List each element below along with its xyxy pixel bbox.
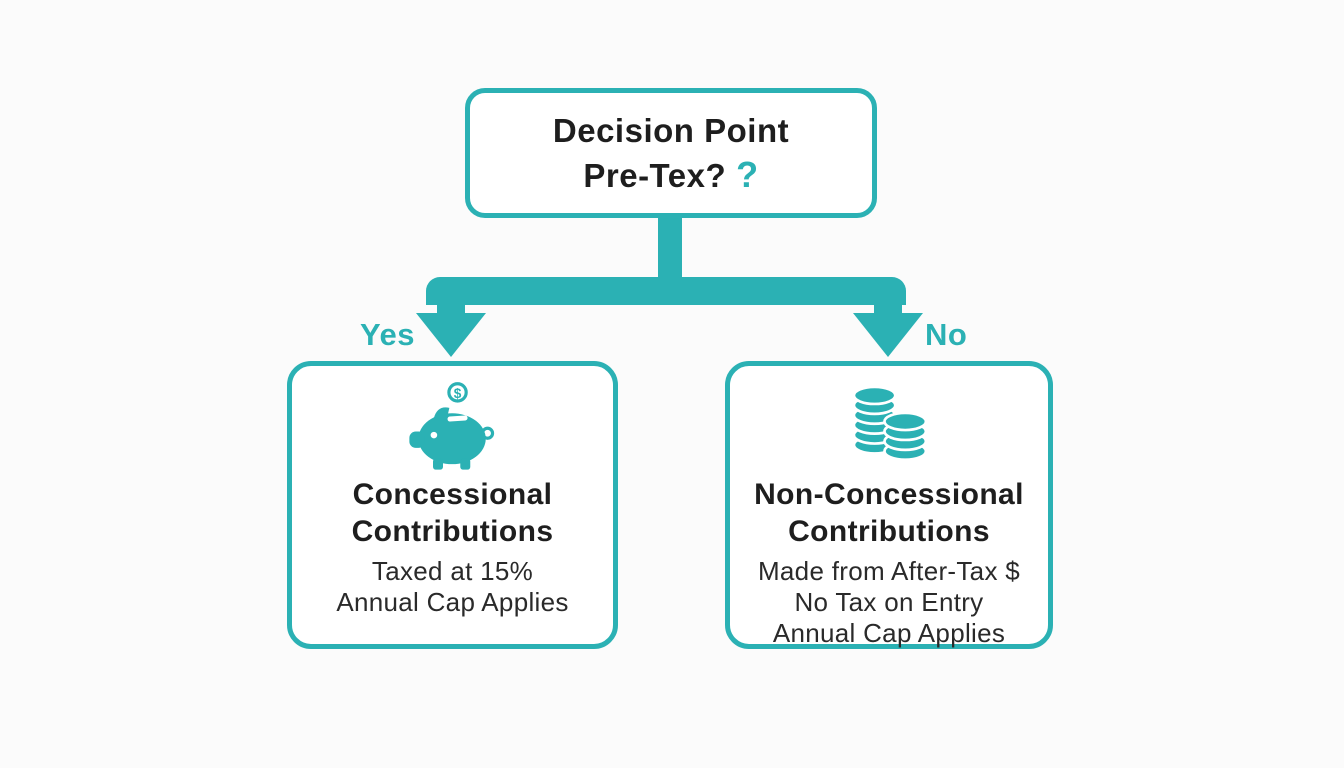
detail-line: No Tax on Entry	[794, 587, 984, 618]
question-mark-icon: ?	[736, 153, 759, 195]
detail-line: Annual Cap Applies	[336, 587, 569, 618]
detail-line: Made from After-Tax $	[757, 556, 1021, 587]
non-concessional-details: Made from After-Tax $ No Tax on Entry An…	[758, 556, 1020, 648]
decision-title: Decision Point	[552, 111, 790, 149]
no-branch-label: No	[925, 317, 968, 352]
detail-line: Annual Cap Applies	[772, 617, 1006, 648]
non-concessional-title: Non-Concessional Contributions	[754, 478, 1024, 549]
yes-branch-label: Yes	[360, 317, 415, 352]
concessional-title: Concessional Contributions	[351, 478, 554, 549]
connector-shapes	[416, 214, 923, 357]
concessional-details: Taxed at 15% Annual Cap Applies	[336, 556, 568, 617]
arrow-down-left-icon	[416, 313, 486, 357]
decision-question-text: Pre-Tex?	[583, 156, 727, 194]
decision-box: Decision Point Pre-Tex??	[465, 88, 877, 218]
non-concessional-box: Non-Concessional Contributions Made from…	[725, 361, 1053, 649]
coin-stack-icon	[844, 380, 934, 472]
piggy-bank-icon: $	[403, 380, 503, 472]
detail-line: Taxed at 15%	[371, 556, 534, 587]
coin-symbol: $	[453, 386, 461, 401]
connector-stem	[658, 214, 682, 282]
concessional-box: $ Concessional Contributions Taxed at	[287, 361, 618, 649]
decision-question: Pre-Tex??	[583, 153, 759, 195]
arrow-down-right-icon	[853, 313, 923, 357]
connector-bar	[426, 277, 906, 305]
